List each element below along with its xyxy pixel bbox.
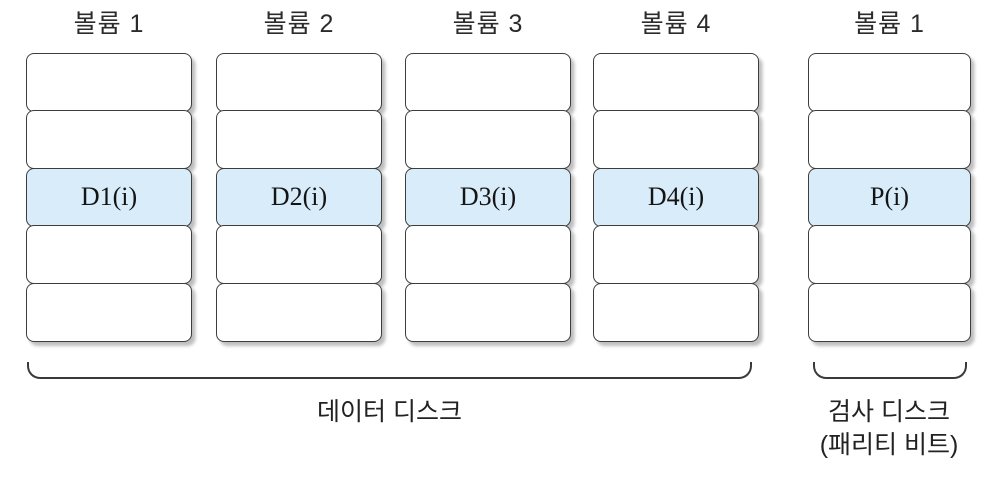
block-cell [808,53,971,112]
block-cell [216,110,382,170]
block-cell [216,282,382,342]
block-cell [593,282,759,342]
block-cell [593,110,759,170]
parity-disk-caption: 검사 디스크 (패리티 비트) [778,396,999,462]
stripe-cell: P(i) [808,167,971,227]
block-cell [405,110,571,170]
block-cell [26,53,192,112]
block-cell [216,53,382,112]
block-cell [405,225,571,285]
volume-title: 볼륨 1 [73,10,145,38]
block-cell [405,53,571,112]
parity-disk-brace [813,362,967,379]
disk-block-stack: D4(i) [593,53,759,342]
volume-title: 볼륨 1 [854,10,925,38]
stripe-cell: D4(i) [593,167,759,227]
block-cell [26,282,192,342]
volume-title: 볼륨 4 [640,10,712,38]
data-disks-brace [27,362,752,379]
volume-title: 볼륨 2 [263,10,335,38]
block-cell [26,225,192,285]
stripe-cell: D3(i) [405,167,571,227]
stripe-cell: D1(i) [26,167,192,227]
disk-block-stack: D3(i) [405,53,571,342]
block-cell [593,53,759,112]
block-cell [808,282,971,342]
volume-title: 볼륨 3 [452,10,524,38]
block-cell [808,225,971,285]
block-cell [26,110,192,170]
data-disks-label: 데이터 디스크 [317,398,462,426]
disk-block-stack: D2(i) [216,53,382,342]
parity-disk-sublabel: (패리티 비트) [819,431,959,459]
disk-block-stack: P(i) [808,53,971,342]
parity-disk-label: 검사 디스크 [828,398,950,426]
block-cell [216,225,382,285]
block-cell [808,110,971,170]
stripe-cell: D2(i) [216,167,382,227]
disk-block-stack: D1(i) [26,53,192,342]
block-cell [405,282,571,342]
block-cell [593,225,759,285]
